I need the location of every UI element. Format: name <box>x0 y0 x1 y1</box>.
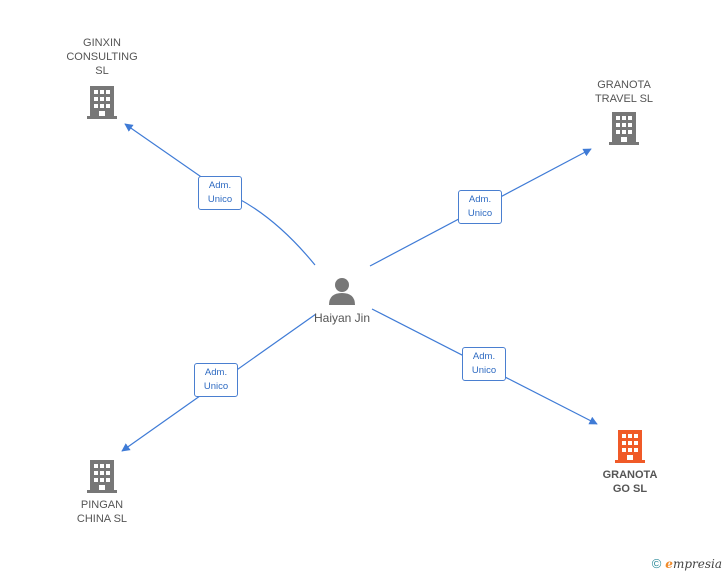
building-icon <box>615 430 645 463</box>
edge-role: Adm. <box>204 367 228 378</box>
company-node-granota-go[interactable]: GRANOTA GO SL <box>578 428 682 496</box>
edge-label-ginxin: Adm. Unico <box>198 176 242 210</box>
person-name: Haiyan Jin <box>313 311 371 325</box>
building-icon <box>87 460 117 493</box>
company-node-ginxin[interactable]: GINXIN CONSULTING SL <box>52 36 152 120</box>
copyright-icon: © <box>651 556 662 571</box>
company-name: GRANOTA TRAVEL SL <box>594 79 654 105</box>
company-name: PINGAN CHINA SL <box>76 499 128 525</box>
building-icon <box>87 86 117 119</box>
edge-label-granota-go: Adm. Unico <box>462 347 506 381</box>
company-node-pingan[interactable]: PINGAN CHINA SL <box>50 458 154 526</box>
edge-role: Adm. <box>208 180 232 191</box>
company-name: GRANOTA GO SL <box>602 469 658 495</box>
edge-role-detail: Unico <box>207 194 233 205</box>
company-node-granota-travel[interactable]: GRANOTA TRAVEL SL <box>572 78 676 146</box>
brand-initial: e <box>665 556 673 571</box>
person-icon <box>329 278 355 305</box>
brand-name: empresia <box>665 557 722 571</box>
edge-role-detail: Unico <box>203 381 229 392</box>
edge-role-detail: Unico <box>471 365 497 376</box>
edge-label-granota-travel: Adm. Unico <box>458 190 502 224</box>
company-name: GINXIN CONSULTING SL <box>66 37 138 77</box>
edge-role-detail: Unico <box>467 208 493 219</box>
brand-rest: mpresia <box>672 556 722 571</box>
edge-role: Adm. <box>468 194 492 205</box>
edge-label-pingan: Adm. Unico <box>194 363 238 397</box>
brand-watermark: © empresia <box>652 556 722 571</box>
edge-role: Adm. <box>472 351 496 362</box>
person-node[interactable]: Haiyan Jin <box>296 276 388 325</box>
building-icon <box>609 112 639 145</box>
